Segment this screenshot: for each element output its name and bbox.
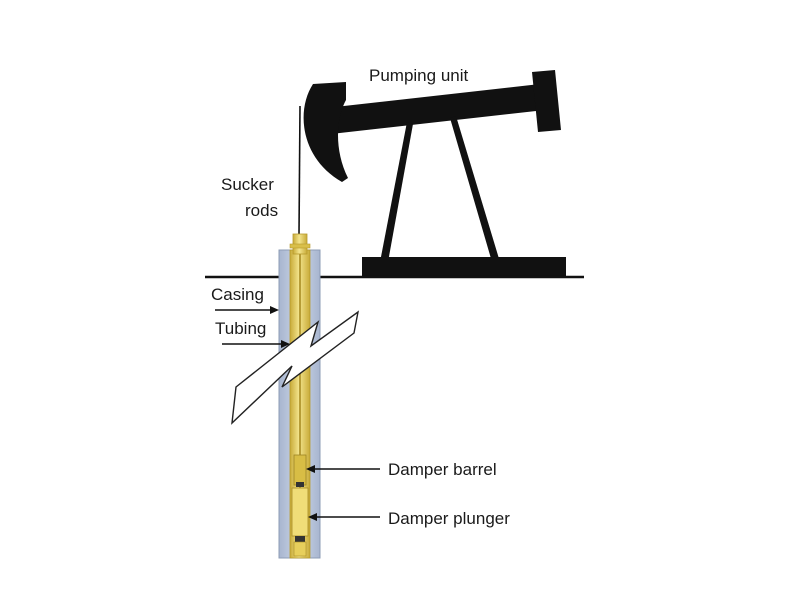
arrows [215, 306, 380, 521]
damper-assembly [291, 454, 309, 557]
wellhead [289, 233, 311, 255]
label-casing: Casing [211, 285, 264, 304]
horse-head [303, 82, 348, 182]
pipe-break-symbol [231, 310, 360, 425]
bridle-line [298, 105, 301, 235]
samson-post-left-leg [380, 122, 413, 262]
label-sucker-rods-line1: Sucker [221, 175, 274, 194]
unit-base [362, 257, 566, 276]
label-pumping-unit: Pumping unit [369, 66, 469, 85]
walking-beam [326, 84, 545, 134]
pumping-unit [303, 70, 566, 276]
damper-barrel-shape [293, 454, 307, 486]
samson-post-right-leg [450, 116, 500, 262]
label-damper-plunger: Damper plunger [388, 509, 510, 528]
damper-plunger-shape [291, 487, 309, 537]
tail-block [532, 70, 561, 132]
label-tubing: Tubing [215, 319, 266, 338]
label-sucker-rods-line2: rods [245, 201, 278, 220]
label-damper-barrel: Damper barrel [388, 460, 497, 479]
